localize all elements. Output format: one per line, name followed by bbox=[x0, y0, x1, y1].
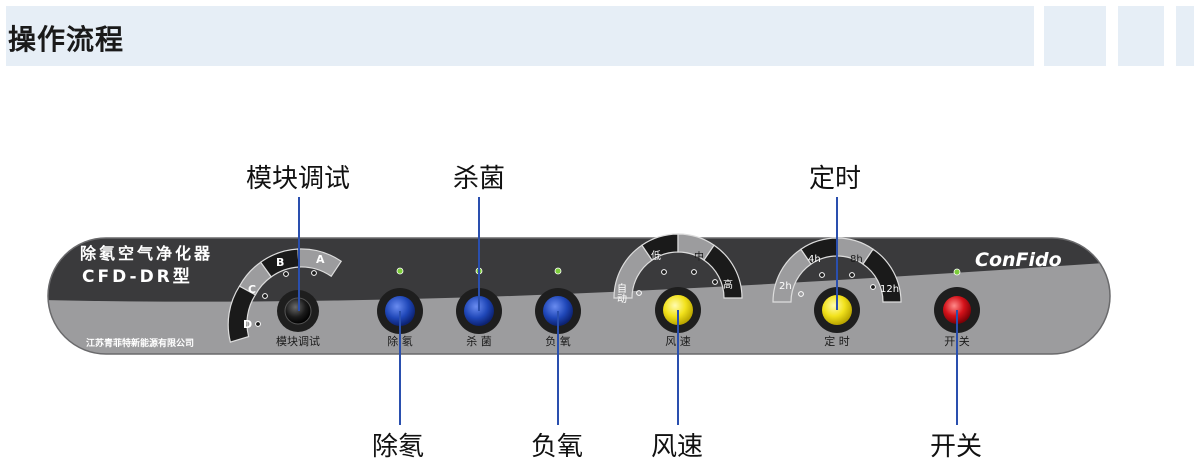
header-block bbox=[1118, 6, 1164, 66]
callout-radon: 除氡 bbox=[372, 432, 425, 462]
module-arc-label: B bbox=[276, 256, 284, 269]
leader-line-anion bbox=[557, 311, 559, 425]
company-name: 江苏青菲特新能源有限公司 bbox=[86, 337, 194, 349]
callout-anion: 负氧 bbox=[531, 432, 584, 462]
page-title: 操作流程 bbox=[8, 23, 125, 56]
module-arc-label: A bbox=[316, 253, 325, 266]
model-name: CFD-DR型 bbox=[82, 266, 193, 287]
fan-arc-label: 高 bbox=[723, 278, 733, 291]
callout-fan: 风速 bbox=[651, 432, 704, 462]
indicator-led bbox=[396, 267, 404, 275]
module-arc: D C B A bbox=[227, 248, 343, 343]
leader-line-sterilize bbox=[478, 197, 480, 311]
callout-module: 模块调试 bbox=[246, 164, 351, 194]
module-button[interactable] bbox=[277, 290, 319, 332]
timer-arc-label: 12h bbox=[880, 284, 899, 295]
sterilize-button-label: 杀 菌 bbox=[466, 334, 492, 348]
timer-arc-label: 4h bbox=[808, 254, 821, 265]
brand-logo: ConFido bbox=[975, 249, 1062, 271]
callout-power: 开关 bbox=[930, 432, 983, 462]
fan-arc-label: 自动 bbox=[615, 282, 627, 304]
indicator-led bbox=[953, 268, 961, 276]
product-name: 除氡空气净化器 bbox=[80, 244, 213, 263]
fan-arc-label: 低 bbox=[651, 249, 661, 262]
module-arc-label: D bbox=[243, 318, 252, 331]
fan-arc-label: 中 bbox=[694, 250, 704, 263]
header-block bbox=[1176, 6, 1194, 66]
callout-sterilize: 杀菌 bbox=[453, 164, 506, 194]
leader-line-power bbox=[956, 310, 958, 425]
indicator-led bbox=[554, 267, 562, 275]
callout-timer: 定时 bbox=[809, 164, 862, 194]
timer-button[interactable] bbox=[814, 287, 860, 333]
timer-button-label: 定 时 bbox=[824, 334, 850, 348]
leader-line-timer bbox=[836, 197, 838, 310]
leader-line-module bbox=[298, 197, 300, 311]
timer-arc: 2h 4h 8h 12h bbox=[772, 237, 902, 303]
header-bar bbox=[6, 6, 1034, 66]
timer-arc-label: 8h bbox=[850, 254, 863, 265]
timer-arc-label: 2h bbox=[779, 281, 792, 292]
fan-arc: 自动 低 中 高 bbox=[613, 233, 743, 304]
leader-line-radon bbox=[399, 311, 401, 425]
leader-line-fan bbox=[677, 310, 679, 425]
module-button-label: 模块调试 bbox=[276, 335, 320, 348]
sterilize-button[interactable] bbox=[456, 288, 502, 334]
module-arc-label: C bbox=[248, 283, 256, 296]
header-block bbox=[1044, 6, 1106, 66]
